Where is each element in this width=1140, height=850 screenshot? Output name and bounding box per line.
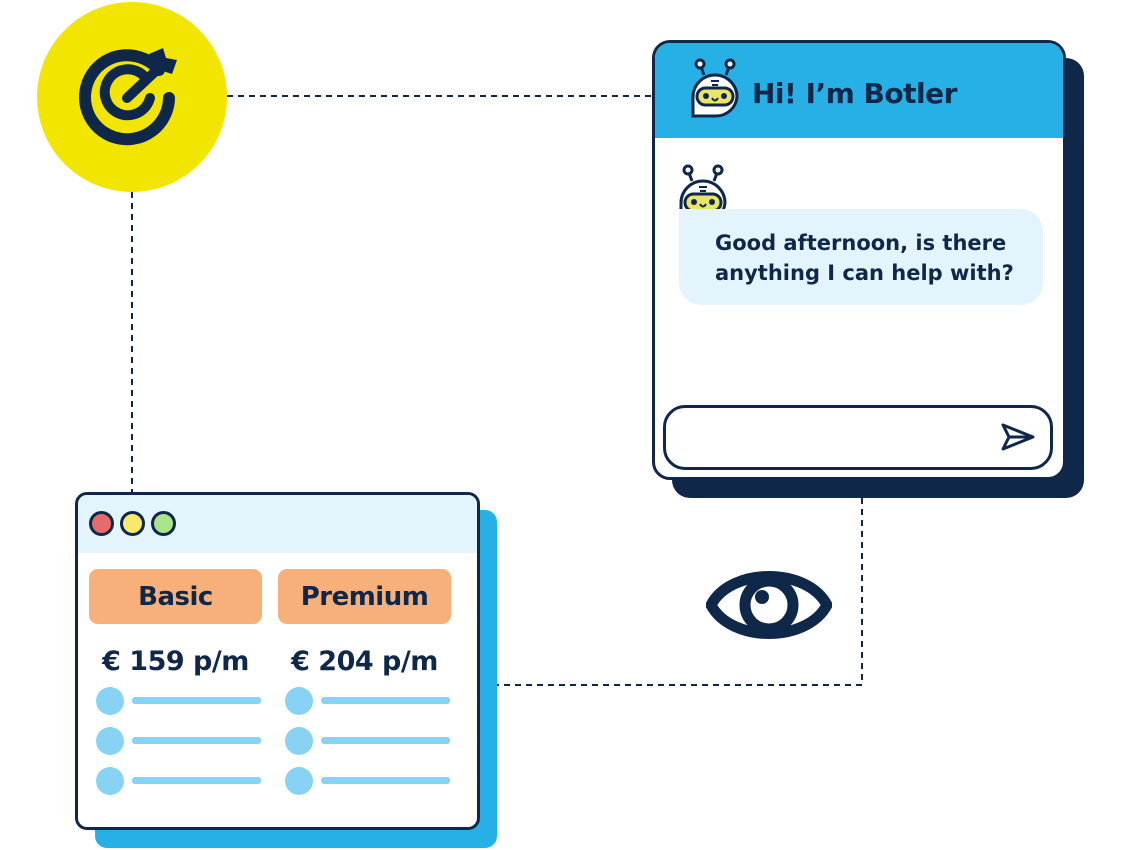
feature-placeholder-line [132,777,261,784]
chatbot-window: Hi! I’m Botler Good afternoon, is there … [652,40,1066,480]
send-icon[interactable] [1000,422,1036,452]
plan-premium-button[interactable]: Premium [278,569,451,624]
plan-basic-price: € 159 p/m [102,646,249,677]
plan-basic-features [89,687,262,807]
feature-bullet [285,767,313,795]
target-arrow-icon [79,48,177,146]
window-maximize-dot[interactable] [151,511,176,536]
feature-row [278,727,451,767]
plan-premium-features [278,687,451,807]
feature-placeholder-line [321,777,450,784]
feature-bullet [96,767,124,795]
window-minimize-dot[interactable] [120,511,145,536]
bot-message-bubble: Good afternoon, is there anything I can … [679,209,1043,305]
feature-row [278,687,451,727]
target-badge [37,2,227,192]
feature-row [89,767,262,807]
plan-premium-price: € 204 p/m [291,646,438,677]
feature-bullet [285,687,313,715]
feature-placeholder-line [321,737,450,744]
window-title-bar [78,495,477,553]
window-close-dot[interactable] [89,511,114,536]
feature-row [278,767,451,807]
feature-bullet [96,687,124,715]
eye-icon [706,571,832,639]
feature-bullet [96,727,124,755]
plan-premium: Premium € 204 p/m [278,569,451,807]
plan-basic: Basic € 159 p/m [89,569,262,807]
plan-basic-button[interactable]: Basic [89,569,262,624]
pricing-window: Basic € 159 p/m Premium € 204 p/m [75,492,480,830]
robot-avatar-icon [691,58,739,118]
feature-placeholder-line [321,697,450,704]
feature-placeholder-line [132,737,261,744]
feature-row [89,687,262,727]
feature-row [89,727,262,767]
bot-message-text: Good afternoon, is there anything I can … [715,231,1014,285]
feature-bullet [285,727,313,755]
chat-title: Hi! I’m Botler [752,77,957,110]
feature-placeholder-line [132,697,261,704]
chat-message-input[interactable] [663,405,1053,470]
chat-header: Hi! I’m Botler [655,43,1063,138]
